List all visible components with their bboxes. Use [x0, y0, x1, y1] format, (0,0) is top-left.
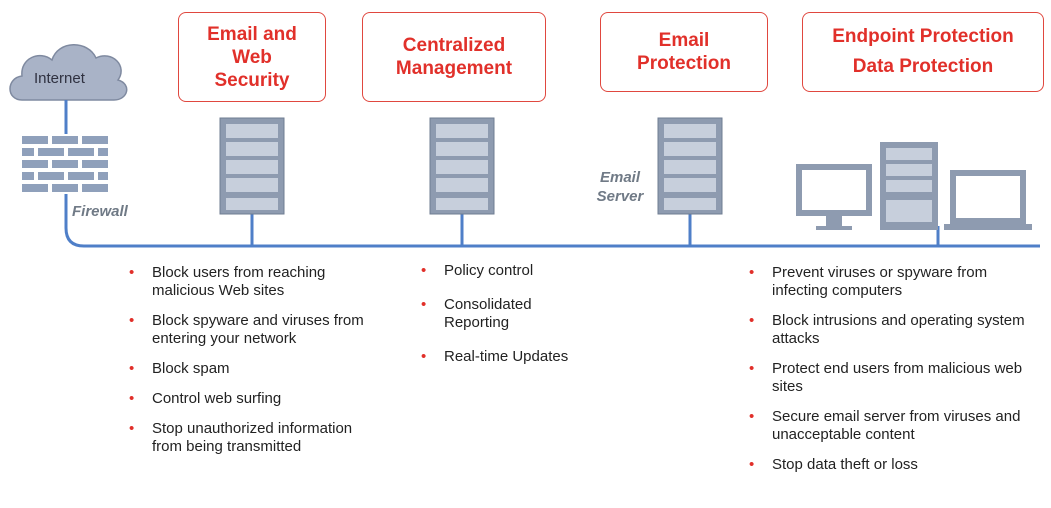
list-item: Block spam: [126, 360, 376, 378]
email-server-label: Email Server: [590, 168, 650, 206]
email-protection-line1: Email: [658, 30, 710, 51]
email-server-label-line2: Server: [596, 188, 644, 205]
email-web-security-line1: Email and: [207, 23, 297, 45]
data-protection-line: Data Protection: [852, 56, 994, 77]
email-web-security-line3: Security: [214, 69, 290, 91]
list-item: Block intrusions and operating system at…: [746, 312, 1046, 348]
list-item: Stop unauthorized information from being…: [126, 420, 376, 456]
firewall-icon: [22, 136, 108, 192]
list-item: Consolidated Reporting: [418, 296, 578, 332]
firewall-label: Firewall: [72, 203, 128, 220]
list-item: Block spyware and viruses from entering …: [126, 312, 376, 348]
centralized-management-box: Centralized Management: [362, 12, 546, 102]
list-item: Block users from reaching malicious Web …: [126, 264, 376, 300]
list-item: Policy control: [418, 262, 578, 280]
endpoint-feature-list: Prevent viruses or spyware from infectin…: [746, 264, 1046, 486]
email-web-security-box: Email and Web Security: [178, 12, 326, 102]
list-item: Real-time Updates: [418, 348, 578, 366]
list-item: Stop data theft or loss: [746, 456, 1046, 474]
list-item: Control web surfing: [126, 390, 376, 408]
desktop-monitor-icon: [796, 164, 872, 230]
tower-server-icon: [880, 142, 938, 230]
internet-label: Internet: [34, 70, 85, 87]
centralized-management-line1: Centralized: [402, 35, 506, 56]
email-web-security-line2: Web: [232, 46, 272, 68]
management-feature-list: Policy control Consolidated Reporting Re…: [418, 262, 578, 378]
list-item: Prevent viruses or spyware from infectin…: [746, 264, 1046, 300]
web-security-server-icon: [219, 117, 285, 215]
endpoint-data-protection-box: Endpoint Protection Data Protection: [802, 12, 1044, 92]
email-server-icon: [657, 117, 723, 215]
email-protection-line2: Protection: [637, 53, 731, 74]
endpoint-protection-line: Endpoint Protection: [832, 26, 1014, 47]
centralized-management-line2: Management: [395, 58, 513, 79]
list-item: Secure email server from viruses and una…: [746, 408, 1046, 444]
list-item: Protect end users from malicious web sit…: [746, 360, 1046, 396]
laptop-icon: [944, 170, 1032, 230]
email-server-label-line1: Email: [599, 169, 641, 186]
web-security-feature-list: Block users from reaching malicious Web …: [126, 264, 376, 468]
management-server-icon: [429, 117, 495, 215]
email-protection-box: Email Protection: [600, 12, 768, 92]
internet-cloud-icon: [9, 44, 128, 101]
